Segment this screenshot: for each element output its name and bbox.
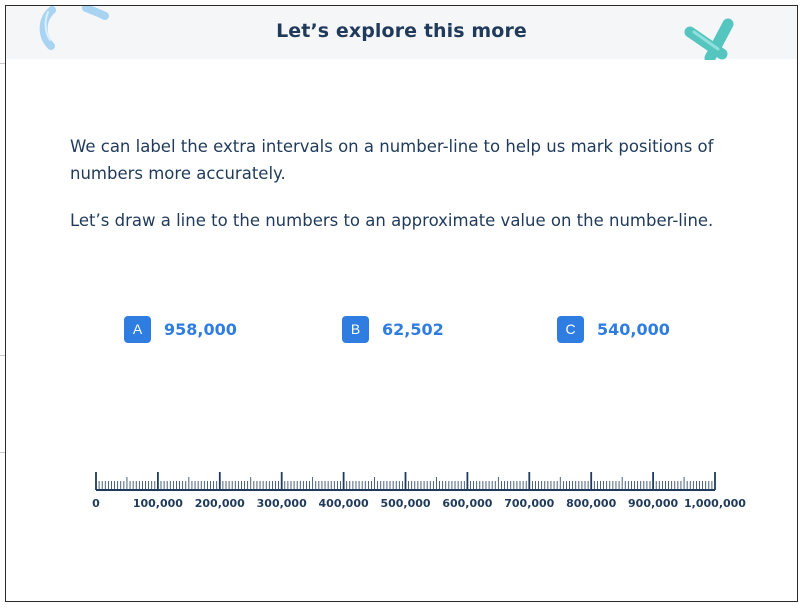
tick-label: 900,000 xyxy=(628,497,678,510)
option-a[interactable]: A 958,000 xyxy=(124,315,237,343)
tick-label: 700,000 xyxy=(504,497,554,510)
tick-label: 500,000 xyxy=(380,497,430,510)
instruction-paragraph: Let’s draw a line to the numbers to an a… xyxy=(70,211,714,230)
edge-marker xyxy=(0,355,8,356)
decorative-cross-icon xyxy=(684,18,734,60)
tick-label: 200,000 xyxy=(195,497,245,510)
edge-marker xyxy=(0,452,8,453)
decorative-curl-icon xyxy=(39,6,109,50)
tick-label: 300,000 xyxy=(257,497,307,510)
number-line[interactable]: 0 100,000 200,000 300,000 400,000 500,000 600,… xyxy=(6,6,798,602)
tick-label: 0 xyxy=(92,497,100,510)
option-value: 62,502 xyxy=(382,319,444,339)
option-letter-badge: A xyxy=(124,315,151,343)
edge-marker xyxy=(0,63,8,64)
option-letter-badge: B xyxy=(342,315,369,343)
tick-label: 1,000,000 xyxy=(684,497,746,510)
tick-label: 800,000 xyxy=(566,497,616,510)
page-title: Let’s explore this more xyxy=(276,20,527,42)
option-value: 958,000 xyxy=(164,319,237,339)
instruction-paragraph: We can label the extra intervals on a nu… xyxy=(70,137,714,183)
tick-label: 100,000 xyxy=(133,497,183,510)
option-b[interactable]: B 62,502 xyxy=(342,315,444,343)
slide-header: Let’s explore this more xyxy=(6,6,797,60)
tick-label: 400,000 xyxy=(319,497,369,510)
option-value: 540,000 xyxy=(597,319,670,339)
option-c[interactable]: C 540,000 xyxy=(557,315,670,343)
option-letter-badge: C xyxy=(557,315,584,343)
lesson-slide: Let’s explore this more We can label the… xyxy=(5,5,798,602)
tick-label: 600,000 xyxy=(442,497,492,510)
